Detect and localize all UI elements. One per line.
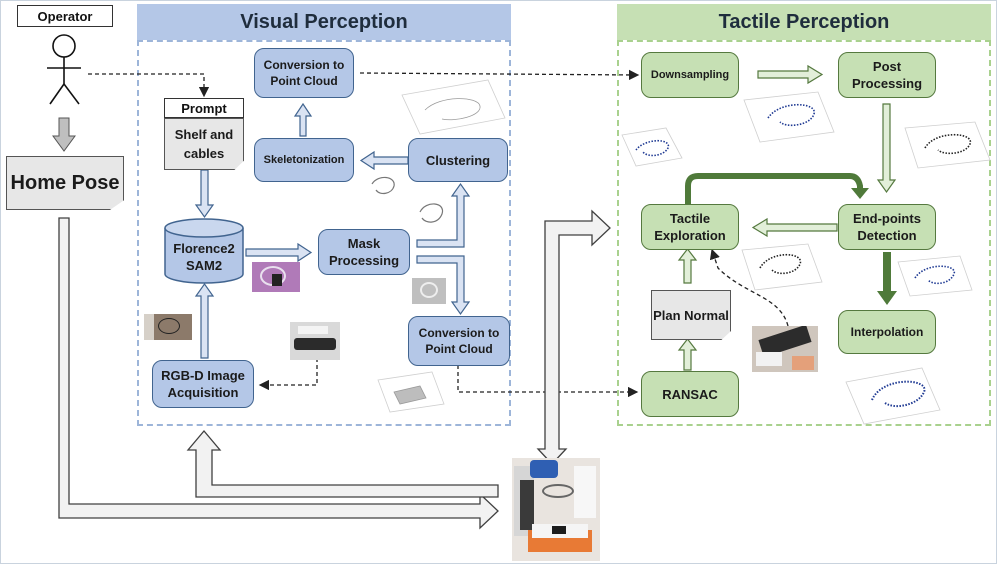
ransac-node: RANSAC [641,371,739,417]
database-icon [164,218,244,284]
rgbd-florence-arrow [194,282,215,359]
conversion-top-node: Conversion to Point Cloud [254,48,354,98]
clustering-text: Clustering [425,152,491,168]
plannormal-exploration-arrow [677,248,698,284]
florence-sam-text: Florence2 SAM2 [173,241,235,273]
pointcloud-icon-post [743,91,835,143]
mask-thumbnail-curve-1 [371,176,395,195]
operator-label-text: Operator [37,8,93,24]
ransac-plannormal-arrow [677,338,698,371]
robot-tactile-arrow [536,209,611,465]
loop-arrowhead [851,188,869,199]
endpoints-exploration-arrow [751,217,838,238]
post-processing-node: Post Processing [838,52,936,98]
rgb-thumbnail [144,314,192,340]
plan-normal-text: Plan Normal [653,307,729,323]
interpolation-text: Interpolation [850,324,924,339]
pointcloud-icon-endpoints [904,121,991,169]
tactile-perception-header: Tactile Perception [617,4,991,40]
robot-photo [512,458,600,561]
tactile-perception-zone [617,40,991,426]
downsampling-post-arrow [757,64,824,85]
pointcloud-icon-interp-side [897,255,973,297]
end-points-detection-text: End-points Detection [853,211,921,243]
tactile-perception-title: Tactile Perception [718,10,890,33]
mask-processing-node: Mask Processing [318,229,410,275]
florence-mask-arrow [245,242,313,263]
home-pose-box: Home Pose [6,156,124,210]
conversion-bottom-node: Conversion to Point Cloud [408,316,510,366]
skeletonization-node: Skeletonization [254,138,354,182]
prompt-label-text: Prompt [181,100,227,116]
visual-perception-header: Visual Perception [137,4,511,40]
clustering-node: Clustering [408,138,508,182]
robot-visual-arrow [186,429,499,498]
home-pose-text: Home Pose [10,171,120,194]
mask-thumbnail-curve-2 [419,203,444,223]
tactile-exploration-text: Tactile Exploration [654,211,726,243]
plan-normal-document: Plan Normal [651,290,731,340]
prompt-text: Shelf and cables [174,127,234,161]
pointcloud-icon-interpolation [845,367,941,425]
pointcloud-icon-exploration [741,243,823,291]
mask-thumbnail-3 [412,278,446,304]
visual-perception-title: Visual Perception [240,10,408,33]
conversion-ransac-dashed-arrow [457,365,639,398]
conversion-downsampling-dashed-arrow [359,69,640,81]
post-endpoints-arrow [876,103,897,194]
skeletonization-text: Skeletonization [263,153,345,166]
mask-conversion-arrow [416,255,471,316]
post-processing-text: Post Processing [851,59,923,91]
prompt-document: Shelf and cables [164,118,244,170]
endpoints-interpolation-arrow [877,252,897,305]
homepose-robot-arrow [58,217,499,530]
interpolation-node: Interpolation [838,310,936,354]
clustering-skeleton-arrow [359,150,409,171]
prompt-label: Prompt [164,98,244,118]
operator-label: Operator [17,5,113,27]
pointcloud-icon-top [401,79,506,135]
pointcloud-icon-bottom [377,371,445,413]
rgbd-acquisition-text: RGB-D Image Acquisition [161,368,245,400]
downsampling-text: Downsampling [650,68,730,81]
prompt-florence-arrow [194,169,215,219]
exploration-endpoints-loop-arrow [685,173,863,204]
downsampling-node: Downsampling [641,52,739,98]
skeleton-conversion-arrow [293,102,313,137]
florence-sam-database: Florence2 SAM2 [164,218,244,284]
camera-rgbd-dashed-arrow [258,358,318,391]
operator-prompt-dashed-arrow [88,73,210,98]
mask-processing-text: Mask Processing [328,236,400,268]
rgbd-acquisition-node: RGB-D Image Acquisition [152,360,254,408]
visual-perception-zone [137,40,511,426]
camera-photo [290,322,340,360]
conversion-top-text: Conversion to Point Cloud [263,58,345,88]
sensor-exploration-dashed-arrow [709,248,789,327]
operator-homepose-arrow [52,117,76,152]
tactile-sensor-photo [752,326,818,372]
operator-icon [47,34,81,105]
mask-clustering-arrow [416,182,471,248]
end-points-detection-node: End-points Detection [838,204,936,250]
tactile-exploration-node: Tactile Exploration [641,204,739,250]
ransac-text: RANSAC [662,386,718,402]
pointcloud-icon-downsampling [621,127,683,167]
conversion-bottom-text: Conversion to Point Cloud [418,326,500,356]
segmentation-thumbnail [252,262,300,292]
